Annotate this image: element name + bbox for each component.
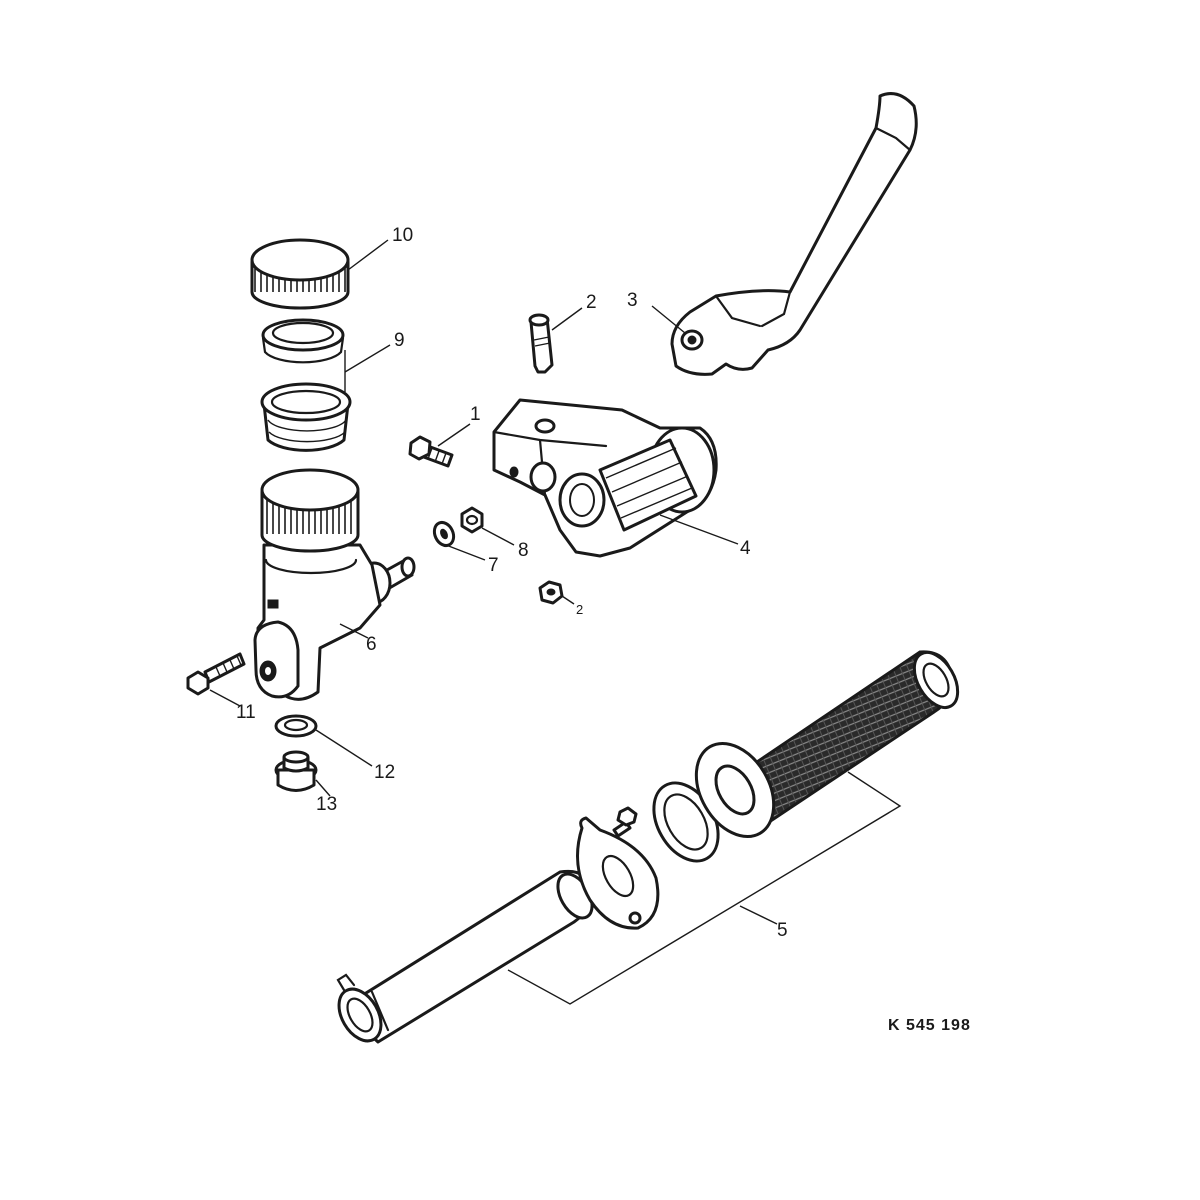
part-1-screw — [408, 435, 454, 468]
part-labels: 10 9 1 2 3 4 7 8 2 6 11 12 13 5 K 545 19… — [236, 225, 971, 1034]
part-13-banjo-bolt — [274, 750, 318, 792]
part-11-bolt — [186, 652, 246, 696]
label-part-13: 13 — [316, 794, 337, 815]
part-3-brake-lever — [670, 92, 918, 376]
part-9-seal-rings — [260, 318, 352, 452]
label-part-9: 9 — [394, 330, 405, 351]
label-part-2-nut: 2 — [576, 602, 583, 617]
part-5-throttle-grip-assembly — [336, 650, 960, 1044]
part-7-washer — [432, 520, 456, 548]
part-2-pivot-pin — [528, 313, 554, 374]
label-part-8: 8 — [518, 540, 529, 561]
label-part-2: 2 — [586, 292, 597, 313]
label-part-4: 4 — [740, 538, 751, 559]
label-part-5: 5 — [777, 920, 788, 941]
part-2-nut — [538, 580, 564, 605]
label-part-10: 10 — [392, 225, 413, 246]
label-part-6: 6 — [366, 634, 377, 655]
part-12-washer — [274, 714, 318, 738]
label-part-7: 7 — [488, 555, 499, 576]
part-10-reservoir-cap — [250, 238, 350, 310]
label-part-1: 1 — [470, 404, 481, 425]
reference-code: K 545 198 — [888, 1017, 971, 1034]
part-8-nut — [460, 506, 484, 534]
part-6-master-cylinder — [253, 468, 416, 701]
label-part-3: 3 — [627, 290, 638, 311]
label-part-12: 12 — [374, 762, 395, 783]
leader-lines — [209, 239, 902, 1005]
part-4-lever-bracket — [492, 398, 718, 558]
label-part-11: 11 — [236, 702, 256, 723]
